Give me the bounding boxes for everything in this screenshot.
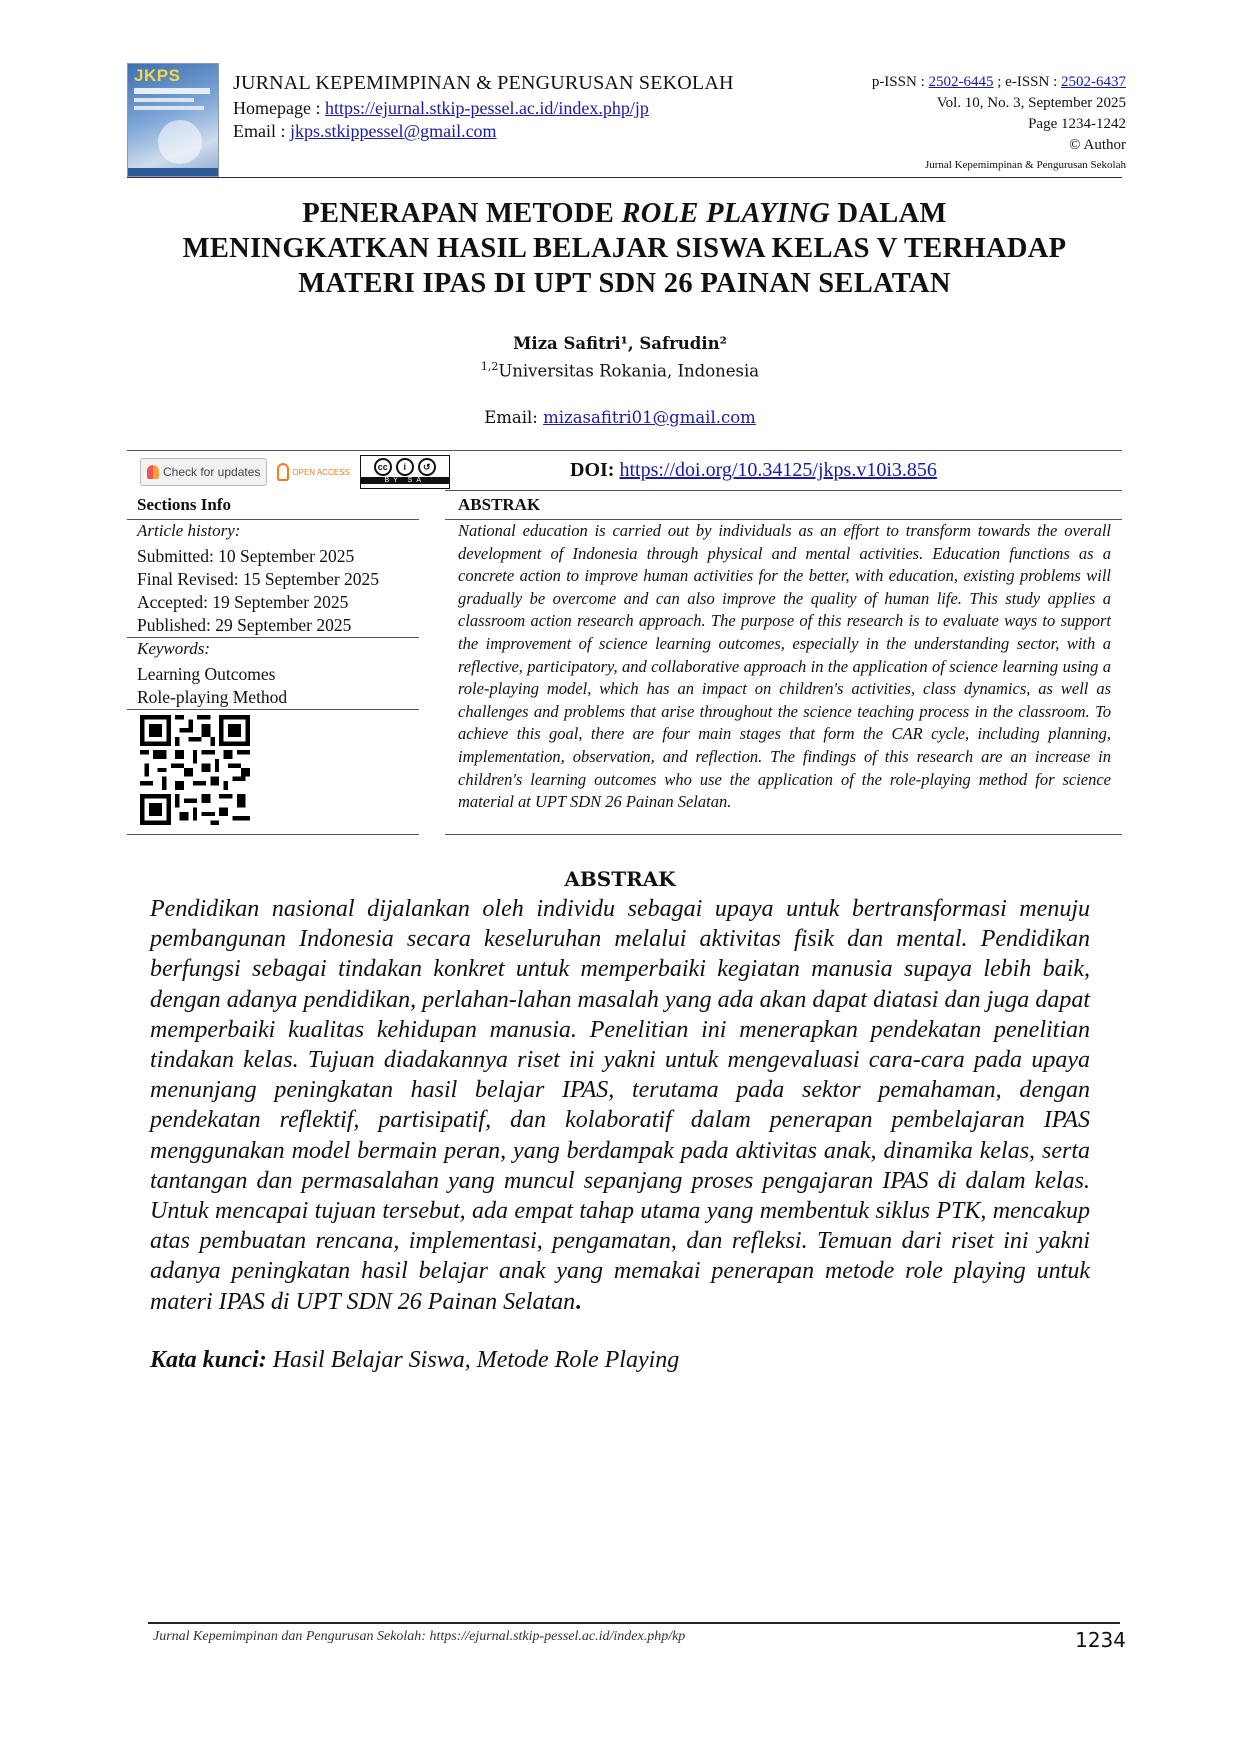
sections-info-heading: Sections Info <box>137 495 231 514</box>
sections-divider-3 <box>127 709 419 710</box>
keywords-list: Learning Outcomes Role-playing Method <box>137 663 287 709</box>
history-item: Submitted: 10 September 2025 <box>137 546 355 566</box>
page-range: Page 1234-1242 <box>1028 116 1126 132</box>
journal-email-line: Email : jkps.stkippessel@gmail.com <box>233 121 497 142</box>
check-for-updates-badge[interactable]: Check for updates <box>140 458 268 486</box>
badge-row: Check for updates OPEN ACCESS cc i ↺ BY … <box>140 455 450 489</box>
doi-link[interactable]: https://doi.org/10.34125/jkps.v10i3.856 <box>619 459 937 481</box>
abstract-en-divider <box>445 519 1122 520</box>
crossmark-icon <box>147 465 159 479</box>
footer-divider <box>148 1622 1120 1624</box>
author-email-link[interactable]: mizasafitri01@gmail.com <box>543 408 756 427</box>
sections-divider-1 <box>127 519 419 520</box>
abstract-id-heading: ABSTRAK <box>564 867 676 891</box>
by-person-icon: i <box>395 458 414 476</box>
abstract-en-bottom-rule <box>445 834 1122 835</box>
author-list: Miza Safitri¹, Safrudin² <box>513 334 727 353</box>
page-number: 1234 <box>1075 1628 1126 1652</box>
qr-code <box>140 715 250 825</box>
copyright: © Author <box>1069 137 1126 153</box>
info-box-top-rule <box>127 450 1122 451</box>
sections-divider-2 <box>127 637 419 638</box>
article-history-list: Submitted: 10 September 2025 Final Revis… <box>137 545 379 637</box>
pissn-link[interactable]: 2502-6445 <box>928 74 994 90</box>
author-email-line: Email: mizasafitri01@gmail.com <box>484 408 756 427</box>
kata-kunci-line: Kata kunci: Hasil Belajar Siswa, Metode … <box>150 1347 680 1373</box>
journal-email-label: Email : <box>233 121 290 141</box>
keywords-heading: Keywords: <box>137 639 211 658</box>
homepage-label: Homepage : <box>233 98 325 118</box>
doi-line: DOI: https://doi.org/10.34125/jkps.v10i3… <box>570 459 937 481</box>
paper-title: PENERAPAN METODE ROLE PLAYING DALAM MENI… <box>182 198 1067 299</box>
homepage-link[interactable]: https://ejurnal.stkip-pessel.ac.id/index… <box>324 98 649 118</box>
issue-metadata: p-ISSN : 2502-6445 ; e-ISSN : 2502-6437 … <box>872 72 1126 174</box>
doi-divider <box>445 490 1122 491</box>
journal-email-link[interactable]: jkps.stkippessel@gmail.com <box>290 121 497 141</box>
abstract-id-text: Pendidikan nasional dijalankan oleh indi… <box>150 896 1090 1315</box>
cc-license-badge[interactable]: cc i ↺ BY SA <box>359 455 450 489</box>
footer-journal-text: Jurnal Kepemimpinan dan Pengurusan Sekol… <box>153 1629 686 1644</box>
history-item: Accepted: 19 September 2025 <box>137 592 349 612</box>
homepage-line: Homepage : https://ejurnal.stkip-pessel.… <box>233 98 649 119</box>
cc-icon: cc <box>373 458 392 476</box>
journal-logo: JKPS <box>134 66 181 85</box>
journal-name-small: Jurnal Kepemimpinan & Pengurusan Sekolah <box>924 159 1126 171</box>
eissn-link[interactable]: 2502-6437 <box>1061 74 1126 90</box>
sections-bottom-rule <box>127 834 419 835</box>
header-divider <box>127 177 1122 178</box>
open-lock-icon <box>277 463 290 481</box>
journal-cover-image: JKPS <box>127 63 219 177</box>
volume-info: Vol. 10, No. 3, September 2025 <box>936 95 1126 111</box>
keyword-item: Learning Outcomes <box>137 664 276 684</box>
issn-line: p-ISSN : 2502-6445 ; e-ISSN : 2502-6437 <box>871 74 1126 90</box>
article-history-heading: Article history: <box>137 521 241 540</box>
abstract-en-text: National education is carried out by ind… <box>458 521 1111 812</box>
abstract-en-heading: ABSTRAK <box>458 495 541 514</box>
history-item: Final Revised: 15 September 2025 <box>137 569 380 589</box>
sharealike-icon: ↺ <box>417 458 436 476</box>
history-item: Published: 29 September 2025 <box>137 615 352 635</box>
journal-name: JURNAL KEPEMIMPINAN & PENGURUSAN SEKOLAH <box>233 72 734 94</box>
open-access-badge: OPEN ACCESS <box>277 463 350 481</box>
keyword-item: Role-playing Method <box>137 687 288 707</box>
affiliation: 1,2Universitas Rokania, Indonesia <box>480 360 760 381</box>
